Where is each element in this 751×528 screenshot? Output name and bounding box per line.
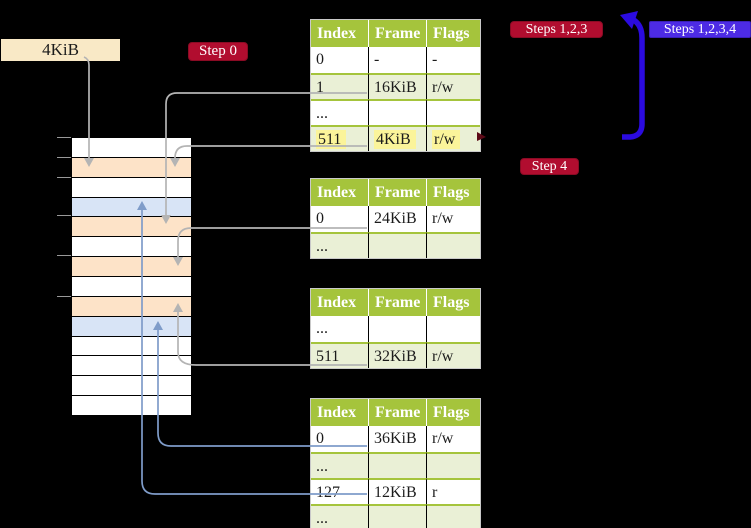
tick-mark (57, 137, 71, 138)
page-size-label: 4KiB (1, 39, 120, 61)
memory-row-4 (72, 197, 191, 218)
table-cell: 4KiB (368, 125, 426, 151)
table-cell: r/w (426, 206, 480, 232)
table-cell: 1 (311, 73, 368, 99)
table-cell: ... (311, 504, 368, 528)
physical-memory-column (71, 137, 192, 416)
table-cell: 0 (311, 426, 368, 452)
table-cell: r/w (426, 342, 480, 368)
highlighted-value: 4KiB (374, 130, 416, 149)
table-cell: ... (311, 99, 368, 125)
big-loop-arrow (622, 16, 645, 140)
table-header-cell: Frame (368, 289, 426, 316)
table-cell (368, 504, 426, 528)
table-cell: ... (311, 316, 368, 342)
table-cell: 127 (311, 478, 368, 504)
tick-mark (57, 157, 71, 158)
table-header-cell: Index (311, 179, 368, 206)
table-cell (426, 316, 480, 342)
table-cell: - (368, 47, 426, 73)
table-cell: 511 (311, 342, 368, 368)
memory-row-12 (72, 356, 191, 377)
table-cell: r (426, 478, 480, 504)
memory-row-1 (72, 138, 191, 158)
memory-row-11 (72, 336, 191, 357)
table-header-cell: Index (311, 399, 368, 426)
table-cell: 511 (311, 125, 368, 151)
highlighted-value: 511 (316, 130, 347, 149)
table-header-cell: Frame (368, 399, 426, 426)
table-cell: ... (311, 232, 368, 258)
memory-row-3 (72, 177, 191, 198)
table-cell: 32KiB (368, 342, 426, 368)
memory-row-10 (72, 316, 191, 337)
table-cell (368, 99, 426, 125)
tick-mark (57, 296, 71, 297)
table-header-cell: Frame (368, 20, 426, 47)
table-cell: - (426, 47, 480, 73)
badge-step-4: Step 4 (520, 158, 579, 175)
memory-row-9 (72, 296, 191, 317)
table-cell (426, 452, 480, 478)
table-header-cell: Index (311, 289, 368, 316)
memory-row-5 (72, 217, 191, 238)
table-cell: r/w (426, 426, 480, 452)
table-cell (426, 504, 480, 528)
table-cell: r/w (426, 73, 480, 99)
table-header-cell: Flags (426, 399, 480, 426)
table-cell: 16KiB (368, 73, 426, 99)
memory-row-2 (72, 157, 191, 178)
tick-mark (57, 255, 71, 256)
tick-mark (57, 215, 71, 216)
table-cell: r/w (426, 125, 480, 151)
badge-steps-1-2-3: Steps 1,2,3 (510, 21, 603, 38)
table-header-cell: Flags (426, 20, 480, 47)
table-cell: 36KiB (368, 426, 426, 452)
tick-mark (57, 177, 71, 178)
table-cell (368, 316, 426, 342)
memory-row-6 (72, 237, 191, 258)
table-cell (368, 452, 426, 478)
table-cell: 0 (311, 47, 368, 73)
table-header-cell: Flags (426, 289, 480, 316)
table-cell: ... (311, 452, 368, 478)
table-cell (426, 99, 480, 125)
table-cell (426, 232, 480, 258)
big-arrow-head-icon (620, 11, 638, 29)
memory-row-13 (72, 376, 191, 397)
table-header-cell: Index (311, 20, 368, 47)
table-header-cell: Frame (368, 179, 426, 206)
memory-row-7 (72, 257, 191, 278)
table-header-cell: Flags (426, 179, 480, 206)
memory-row-14 (72, 396, 191, 416)
badge-steps-1-2-3-4: Steps 1,2,3,4 (649, 21, 751, 38)
memory-row-8 (72, 277, 191, 297)
highlighted-value: r/w (432, 130, 461, 149)
badge-step-0: Step 0 (188, 42, 248, 61)
table-cell: 24KiB (368, 206, 426, 232)
table-cell: 12KiB (368, 478, 426, 504)
table-cell (368, 232, 426, 258)
table-cell: 0 (311, 206, 368, 232)
